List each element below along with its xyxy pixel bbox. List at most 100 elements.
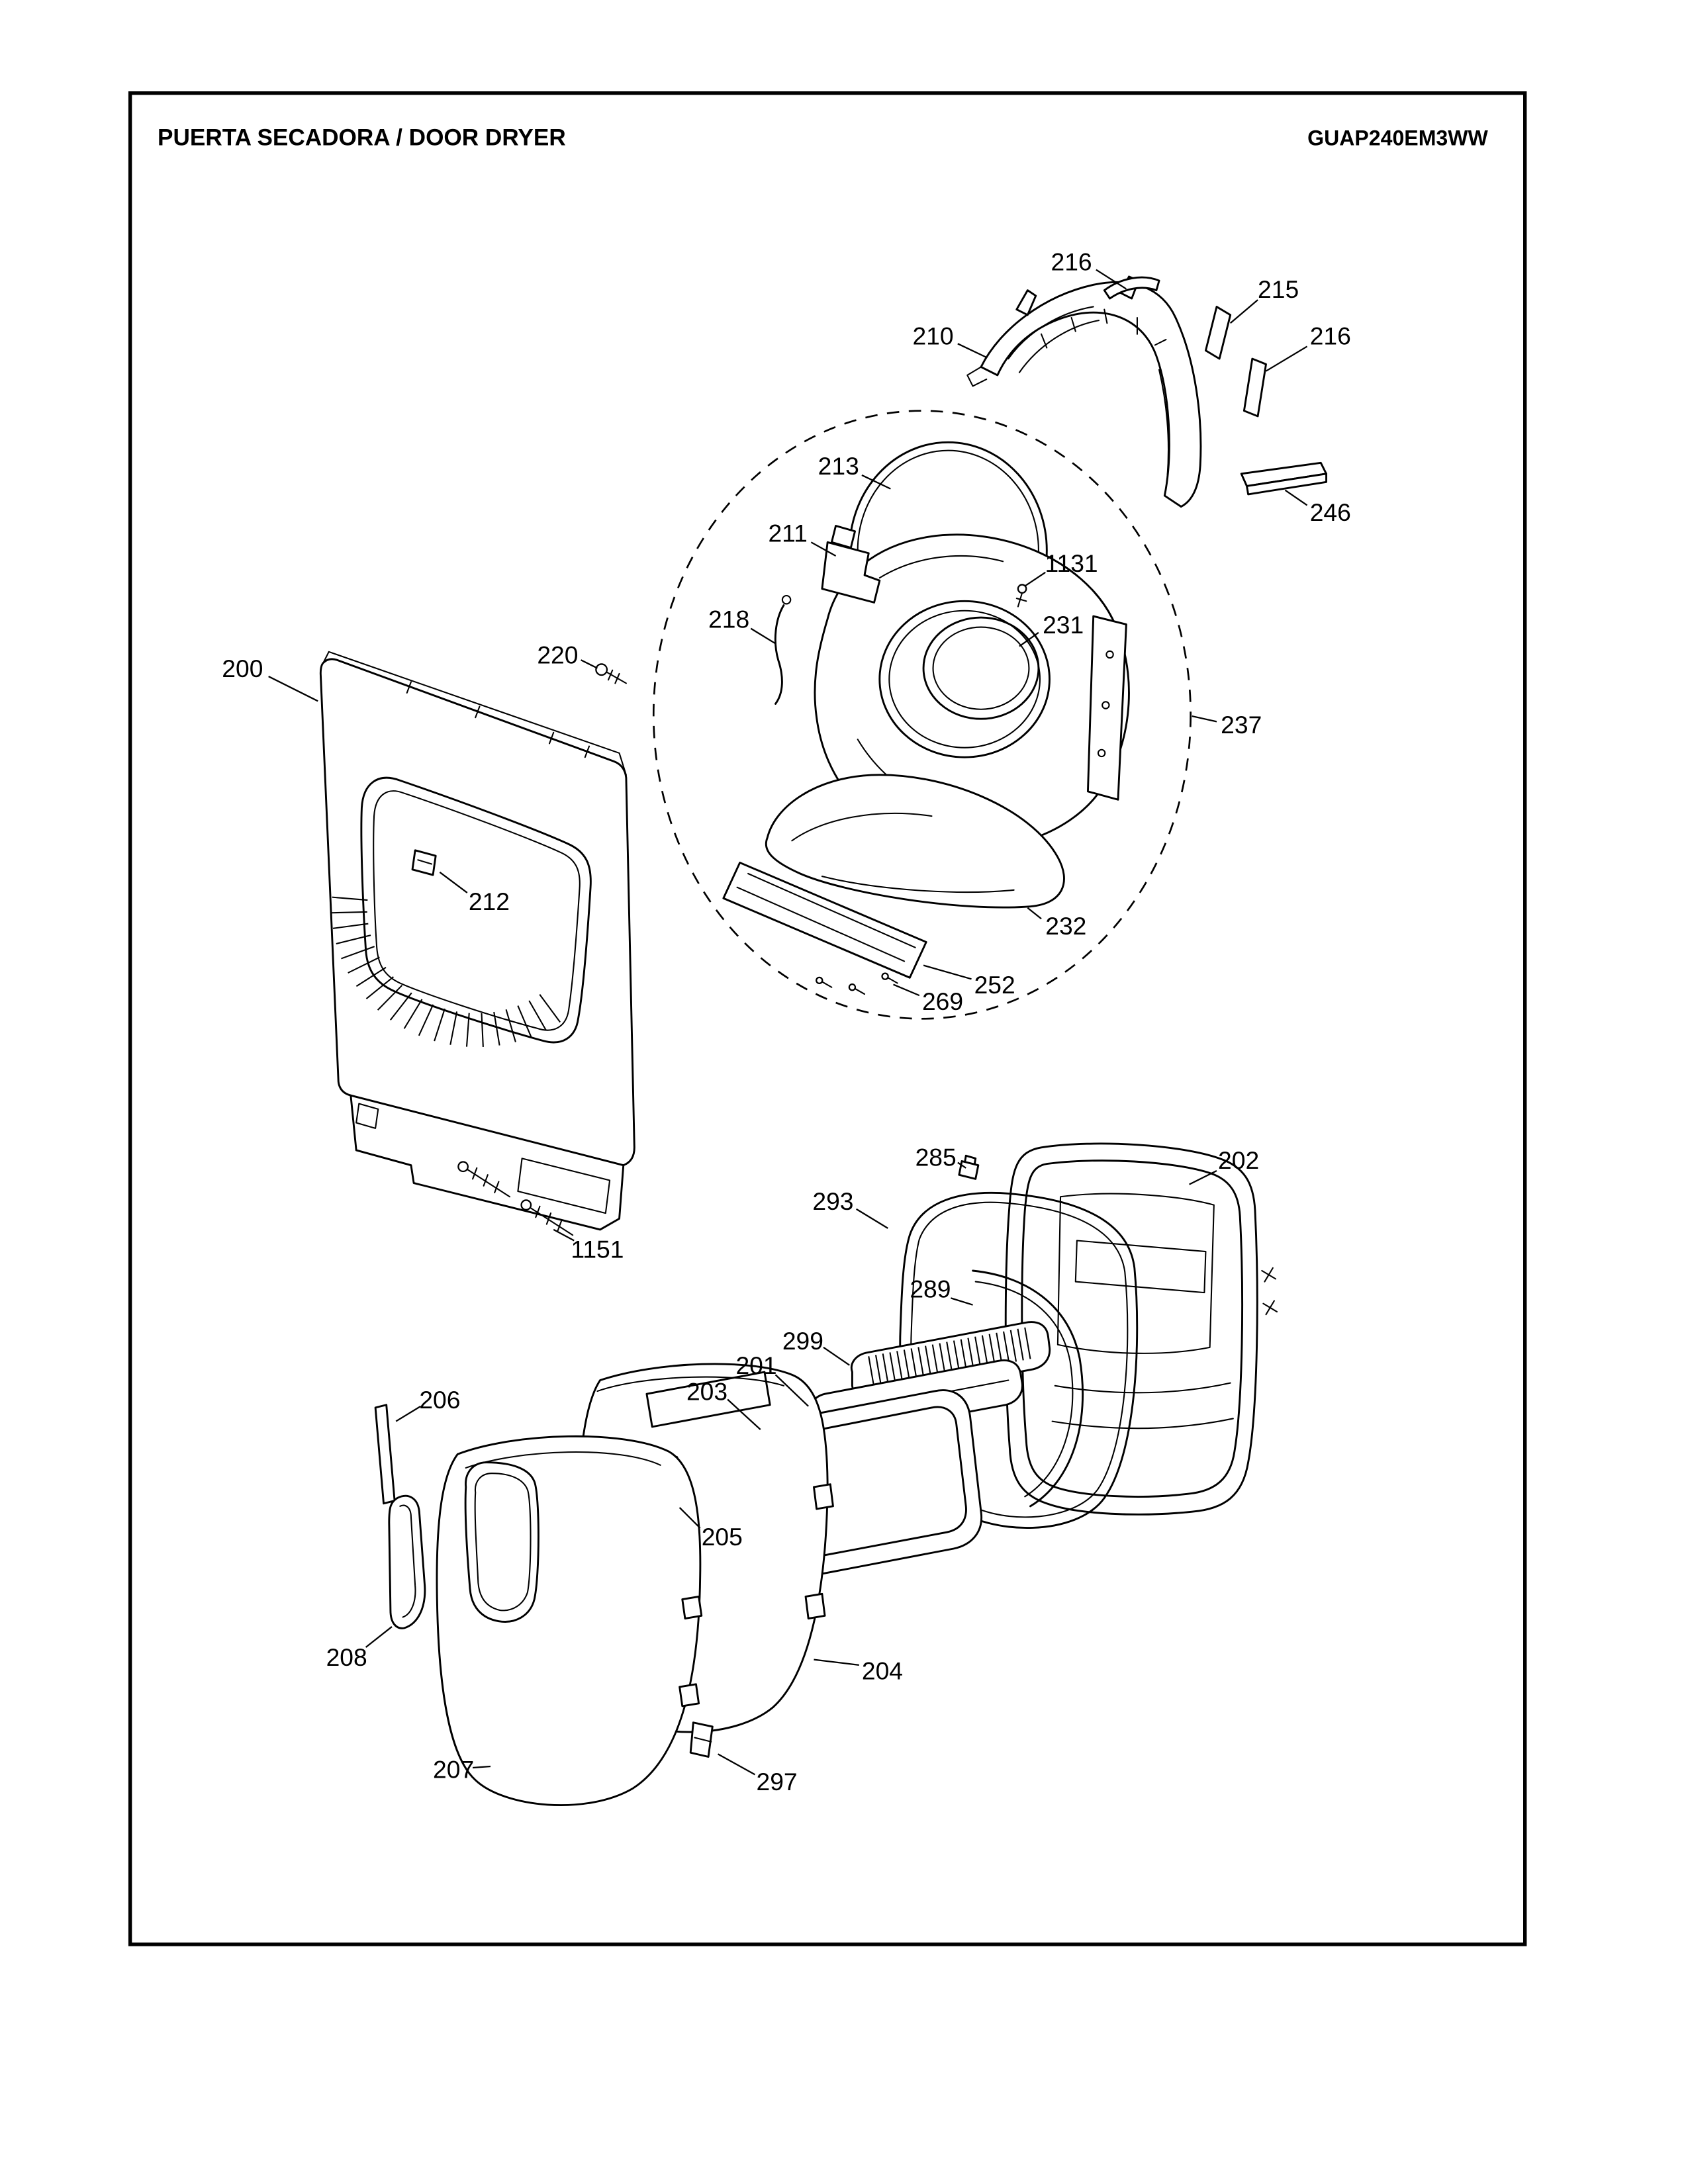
callout-leader-206 [395, 1405, 422, 1422]
hatch-line [493, 1011, 500, 1046]
part-label-215: 215 [1258, 275, 1299, 303]
callout-leader-203 [727, 1398, 761, 1430]
callout-leader-212 [439, 872, 468, 893]
callout-leader-289 [951, 1297, 973, 1306]
part-215-strip [1204, 306, 1232, 360]
hatch-line [365, 976, 395, 999]
hatch-line [868, 1356, 875, 1388]
hatch-line [528, 1000, 547, 1031]
hatch-line [967, 1338, 974, 1370]
door-opening [360, 776, 592, 1044]
part-285-clip [958, 1154, 980, 1180]
callout-leader-246 [1284, 489, 1308, 506]
hatch-line [889, 1352, 896, 1385]
callout-leader-252 [923, 964, 972, 980]
part-label-252: 252 [974, 971, 1015, 999]
part-1131-screw [1015, 584, 1027, 608]
part-label-212: 212 [469, 887, 510, 915]
hatch-line [910, 1348, 917, 1381]
callout-leader-204 [814, 1659, 859, 1666]
part-label-208: 208 [326, 1643, 367, 1671]
part-label-297: 297 [757, 1768, 798, 1796]
part-297-latch [689, 1721, 714, 1758]
callout-leader-269 [893, 983, 920, 997]
part-289-seal [972, 1269, 1084, 1508]
part-label-210: 210 [912, 322, 953, 349]
hatch-line [434, 1008, 445, 1042]
callout-leader-231 [1019, 631, 1039, 647]
callout-leader-1151 [553, 1228, 575, 1242]
hatch-line [355, 966, 387, 987]
door-window-opening [464, 1461, 539, 1623]
hatch-line [917, 1347, 925, 1379]
callout-leader-208 [365, 1626, 393, 1648]
hatch-line [953, 1340, 961, 1373]
hatch-line [517, 1005, 532, 1038]
hatch-line [981, 1335, 989, 1367]
part-202-door-frame [1004, 1142, 1278, 1516]
hatch-line [348, 956, 380, 974]
part-210-top-bracket [966, 275, 1202, 508]
part-label-293: 293 [812, 1187, 853, 1215]
hatch-line [332, 923, 369, 929]
part-218-rod [774, 594, 792, 705]
door-window [1056, 1193, 1215, 1354]
hatch-line [341, 946, 375, 960]
hatch-line [403, 999, 423, 1029]
part-label-204: 204 [862, 1657, 903, 1685]
hatch-line [377, 985, 403, 1011]
hatch-line [336, 934, 371, 944]
part-206-strip [374, 1404, 396, 1505]
part-label-202: 202 [1218, 1146, 1259, 1174]
hatch-line [1009, 1330, 1017, 1362]
hatch-line [418, 1004, 434, 1036]
part-label-211: 211 [768, 519, 807, 547]
callout-leader-215 [1229, 299, 1258, 324]
part-label-218: 218 [708, 606, 749, 633]
part-1151-screws [457, 1161, 574, 1236]
part-207-outer-door [436, 1435, 703, 1807]
part-246-slat [1240, 461, 1328, 496]
callout-leader-201 [774, 1374, 809, 1407]
part-label-231: 231 [1043, 611, 1084, 639]
vent-grille-hatch [868, 1327, 1031, 1388]
hatch-line [925, 1345, 932, 1378]
hatch-line [449, 1011, 458, 1045]
part-label-237: 237 [1221, 711, 1262, 739]
hatch-line [1024, 1327, 1031, 1359]
part-label-220: 220 [537, 641, 578, 668]
callout-leader-213 [861, 474, 891, 490]
hatch-line [481, 1013, 484, 1047]
hatch-line [331, 911, 367, 914]
hatch-line [903, 1349, 911, 1382]
part-label-203: 203 [686, 1378, 727, 1406]
part-200-front-panel [319, 651, 635, 1231]
part-label-246: 246 [1310, 498, 1351, 526]
page-title: PUERTA SECADORA / DOOR DRYER [158, 124, 566, 150]
hatch-line [974, 1336, 982, 1369]
hatch-line [1003, 1331, 1010, 1363]
part-label-285: 285 [915, 1144, 957, 1171]
part-label-1151: 1151 [571, 1235, 624, 1263]
callout-leader-216 [1265, 345, 1308, 372]
hatch-line [874, 1355, 882, 1387]
door-opening-grille [331, 896, 561, 1047]
part-231-felt-ring [922, 616, 1040, 720]
hatch-line [332, 896, 368, 901]
part-label-216: 216 [1310, 322, 1351, 349]
callout-leader-220 [581, 659, 598, 669]
part-220-screw [595, 663, 627, 684]
callout-leader-202 [1189, 1169, 1217, 1185]
callout-leader-237 [1192, 715, 1217, 723]
part-269-screws [816, 972, 898, 995]
hatch-line [882, 1353, 890, 1386]
part-label-269: 269 [922, 987, 963, 1015]
part-label-289: 289 [910, 1275, 951, 1302]
part-212-switch [411, 849, 437, 876]
part-label-232: 232 [1045, 912, 1086, 940]
callout-leader-211 [810, 541, 837, 557]
dashed-balloon [652, 410, 1192, 1020]
hatch-line [389, 992, 412, 1021]
